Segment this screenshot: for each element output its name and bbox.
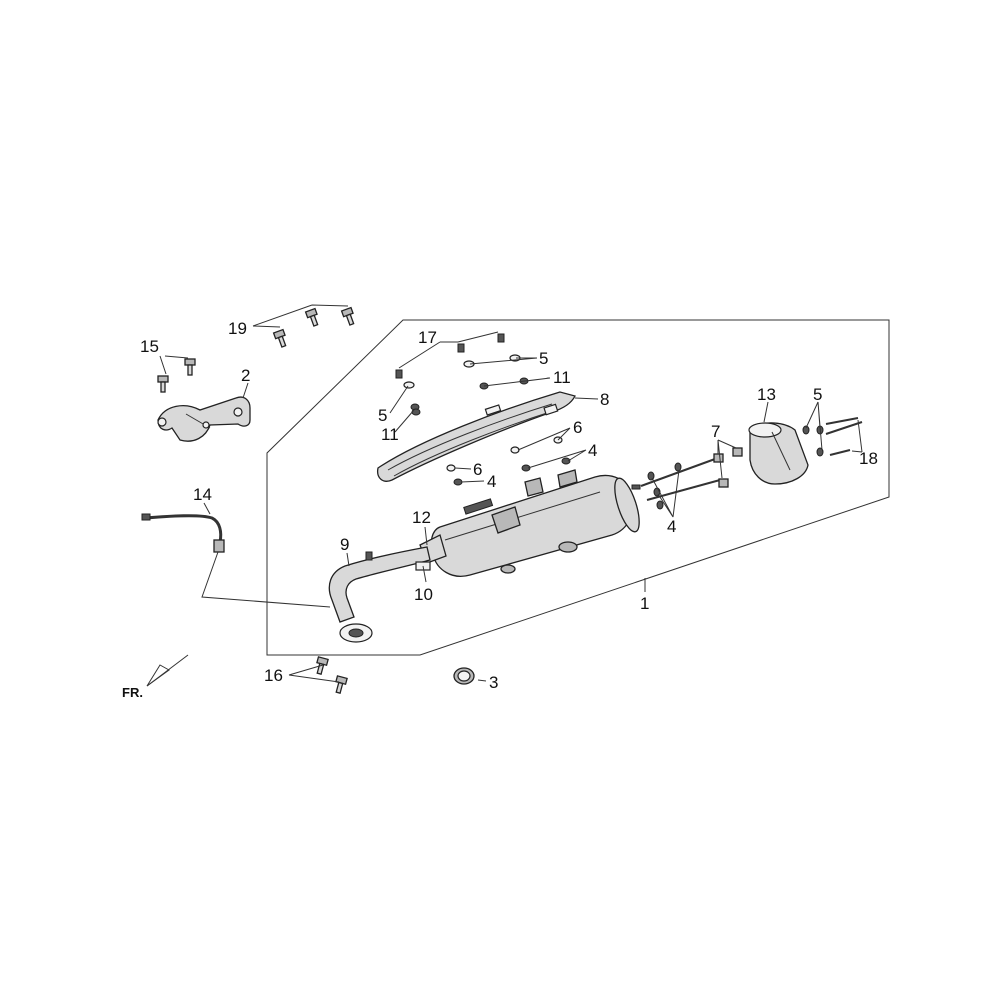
assembly-boundary xyxy=(266,319,890,656)
callout-4-right: 4 xyxy=(588,441,597,460)
callout-7: 7 xyxy=(711,422,720,441)
callout-4-left: 4 xyxy=(487,472,496,491)
callout-5-left: 5 xyxy=(378,406,387,425)
front-direction-indicator: FR. xyxy=(122,654,189,700)
callout-16: 16 xyxy=(264,666,283,685)
callout-11-top: 11 xyxy=(553,368,571,387)
callout-12: 12 xyxy=(412,508,431,527)
callout-14: 14 xyxy=(193,485,212,504)
tail-cap-part xyxy=(748,422,809,485)
callout-4-tail: 4 xyxy=(667,517,676,536)
callout-19: 19 xyxy=(228,319,247,338)
callout-15: 15 xyxy=(140,337,159,356)
callout-10: 10 xyxy=(414,585,433,604)
sensor-cable-part xyxy=(141,513,225,553)
callout-6-left: 6 xyxy=(473,460,482,479)
front-label: FR. xyxy=(122,685,143,700)
bracket-part xyxy=(157,396,251,442)
callout-1: 1 xyxy=(640,594,649,613)
callout-labels: 19 15 2 17 5 11 5 11 8 6 4 6 4 7 4 13 5 … xyxy=(140,319,878,692)
callout-8: 8 xyxy=(600,390,609,409)
callout-18: 18 xyxy=(859,449,878,468)
callout-5-tail: 5 xyxy=(813,385,822,404)
heat-shield-part xyxy=(377,391,576,482)
gasket-part xyxy=(453,667,475,685)
callout-5-top: 5 xyxy=(539,349,548,368)
callout-6-right: 6 xyxy=(573,418,582,437)
callout-9: 9 xyxy=(340,535,349,554)
leader-lines xyxy=(159,304,863,683)
muffler-body-part xyxy=(430,469,641,577)
callout-2: 2 xyxy=(241,366,250,385)
callout-11-left: 11 xyxy=(381,425,399,444)
callout-3: 3 xyxy=(489,673,498,692)
callout-13: 13 xyxy=(757,385,776,404)
callout-17: 17 xyxy=(418,328,437,347)
fasteners xyxy=(157,306,863,694)
